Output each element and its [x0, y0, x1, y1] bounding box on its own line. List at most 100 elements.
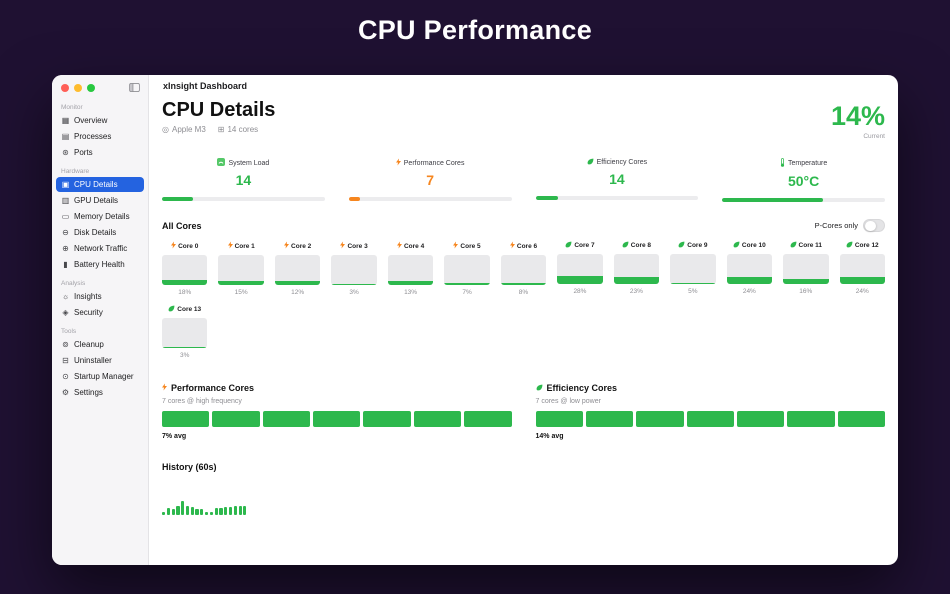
sidebar-item-security[interactable]: ◈Security [56, 305, 144, 320]
core-usage-percent: 8% [518, 289, 529, 296]
cluster-title: Performance Cores [162, 383, 512, 393]
history-bar [228, 507, 233, 515]
core-block [413, 411, 462, 427]
history-bar [195, 508, 199, 515]
core-usage-bar [444, 255, 490, 285]
core-usage-fill [162, 279, 208, 285]
bolt-icon [509, 241, 515, 251]
ports-icon: ⊛ [62, 148, 69, 157]
security-icon: ◈ [62, 308, 69, 317]
core-usage-bar [557, 254, 603, 284]
sidebar-item-processes[interactable]: ▤Processes [56, 129, 144, 144]
stat-label: Performance Cores [349, 158, 512, 168]
bolt-icon [340, 241, 346, 251]
chip-icon: ◎ [162, 125, 169, 134]
sidebar-item-settings[interactable]: ⚙Settings [56, 385, 144, 400]
core-block [837, 411, 886, 427]
cluster-title-text: Performance Cores [171, 383, 255, 393]
core-usage-fill [444, 282, 490, 285]
grid-icon: ▦ [61, 116, 70, 125]
sidebar-item-memory-details[interactable]: ▭ Memory Details [56, 209, 144, 224]
history-bar [219, 507, 223, 515]
sidebar-item-network-traffic[interactable]: ⊕Network Traffic [56, 241, 144, 256]
sidebar-item-insights[interactable]: ☼Insights [56, 289, 144, 304]
zoom-window-button[interactable] [87, 83, 95, 92]
history-bar [200, 508, 204, 515]
all-cores-header: All Cores P-Cores only [162, 219, 885, 232]
stat-value: 7 [426, 172, 435, 188]
leaf-icon [622, 241, 629, 250]
usage-label: Current [863, 133, 885, 140]
sidebar-item-disk-details[interactable]: ⊖Disk Details [56, 225, 144, 240]
core-usage-fill [839, 276, 885, 284]
cpu-subtitle: ◎ Apple M3 ⊞ 14 cores [162, 125, 275, 134]
minimize-window-button[interactable] [74, 83, 82, 92]
close-window-button[interactable] [61, 83, 69, 92]
sidebar-item-label: GPU Details [74, 196, 119, 205]
pcores-only-toggle[interactable] [863, 219, 885, 232]
bolt-icon [171, 241, 177, 251]
stat-progress-track [348, 197, 512, 201]
core-block [464, 411, 512, 427]
sidebar-item-ports[interactable]: ⊛Ports [56, 145, 144, 160]
core-block [162, 411, 210, 427]
cleanup-icon: ⊚ [62, 340, 69, 349]
memory-icon: ▭ [61, 212, 70, 221]
core-name-text: Core 5 [460, 242, 481, 250]
sidebar-item-cleanup[interactable]: ⊚Cleanup [56, 337, 144, 352]
core-usage-percent: 18% [178, 289, 192, 296]
sidebar-section-label-monitor: Monitor [61, 104, 83, 111]
sidebar-item-uninstaller[interactable]: ⊟Uninstaller [56, 353, 144, 368]
core-usage-percent: 13% [404, 289, 418, 296]
core-usage-percent: 16% [799, 288, 813, 295]
core-usage-fill [274, 281, 321, 285]
core-usage-percent: 12% [291, 289, 305, 296]
sidebar-item-label: Disk Details [74, 228, 117, 237]
history-section: History (60s) [162, 462, 885, 515]
stat-progress-fill [535, 196, 559, 200]
stat-label-text: Efficiency Cores [596, 159, 648, 166]
core-name-text: Core 8 [630, 242, 652, 249]
bolt-icon [162, 383, 167, 393]
history-bar [185, 506, 190, 515]
leaf-icon [565, 241, 572, 250]
sidebar-item-startup-manager[interactable]: ⊙Startup Manager [56, 369, 144, 384]
titlebar: xInsight Dashboard [149, 75, 898, 97]
core-name: Core 13 [162, 305, 207, 314]
core-name-text: Core 6 [516, 242, 538, 250]
toggle-knob [865, 220, 876, 231]
sidebar-item-label: Memory Details [74, 212, 130, 221]
history-bar [238, 506, 242, 515]
sidebar-item-gpu-details[interactable]: ▥GPU Details [56, 193, 144, 208]
current-usage: 14% Current [831, 99, 885, 141]
core-name-text: Core 0 [178, 242, 199, 250]
sidebar-item-cpu-details[interactable]: ▣CPU Details [56, 177, 144, 192]
bolt-icon [284, 241, 290, 251]
chip-name: Apple M3 [171, 125, 206, 134]
core-usage-fill [500, 282, 547, 285]
sidebar-toggle-icon[interactable] [129, 83, 140, 92]
history-bar [190, 507, 194, 515]
core-usage-percent: 24% [855, 288, 869, 295]
core-name-text: Core 1 [234, 242, 255, 250]
history-bar [205, 511, 209, 515]
sidebar-item-overview[interactable]: ▦Overview [56, 113, 144, 128]
sidebar-item-battery-health[interactable]: ▮Battery Health [56, 257, 144, 272]
startup-icon: ⊙ [62, 372, 69, 381]
leaf-icon [678, 241, 685, 250]
core-name: Core 6 [501, 241, 546, 251]
stat-performance-cores: Performance Cores 7 [348, 158, 512, 202]
leaf-icon [846, 241, 853, 250]
gauge-icon [217, 158, 226, 168]
cpu-icon: ▣ [61, 180, 70, 189]
bolt-icon [396, 241, 402, 251]
